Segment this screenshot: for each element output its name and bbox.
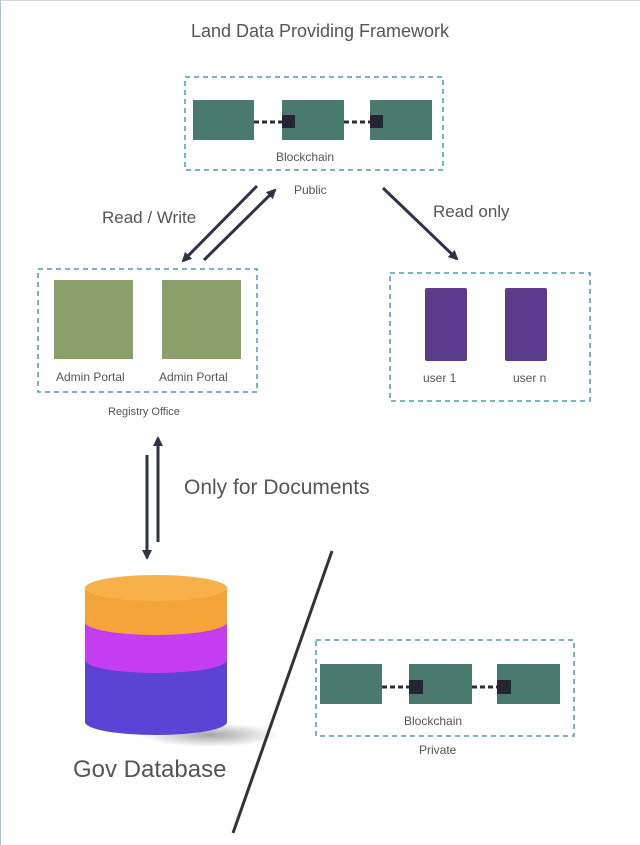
gov-database-label: Gov Database	[73, 756, 227, 783]
frame-left-border	[0, 0, 1, 845]
block-1	[193, 100, 254, 140]
write-arrow-down	[181, 184, 259, 263]
registry-group	[37, 268, 258, 393]
private-blockchain-group	[315, 639, 575, 737]
admin-portal-2-tile	[162, 280, 241, 359]
registry-box-border	[37, 268, 258, 393]
read-arrow-up	[202, 188, 277, 262]
database-top-layer	[85, 588, 227, 635]
public-blockchain-group	[184, 76, 444, 171]
admin-portal-1-label: Admin Portal	[56, 370, 125, 384]
user-n-device	[505, 288, 547, 361]
gov-database-icon	[85, 575, 280, 747]
users-group	[389, 272, 591, 402]
database-middle-layer	[85, 622, 227, 673]
frame-top-border	[0, 0, 640, 1]
read-only-arrow	[381, 186, 459, 261]
private-blockchain-label: Blockchain	[404, 714, 463, 728]
admin-portal-1-tile	[54, 280, 133, 359]
users-box-border	[389, 272, 591, 402]
read-write-label: Read / Write	[102, 208, 197, 227]
private-caption: Private	[419, 743, 457, 757]
user-n-label: user n	[513, 371, 547, 385]
public-blockchain-label: Blockchain	[276, 150, 335, 164]
chain-node-1	[282, 115, 295, 128]
public-private-divider	[231, 550, 334, 834]
diagram-title: Land Data Providing Framework	[190, 21, 450, 41]
private-box-border	[315, 639, 575, 737]
registry-office-caption: Registry Office	[108, 406, 180, 418]
database-bottom-layer	[85, 660, 227, 735]
public-caption: Public	[294, 183, 327, 197]
arrows-group	[142, 184, 459, 560]
user-1-label: user 1	[423, 371, 457, 385]
private-chain-node-1	[409, 680, 423, 694]
private-chain-node-2	[497, 680, 511, 694]
documents-label: Only for Documents	[184, 476, 370, 499]
private-block-1	[320, 664, 382, 704]
public-box-border	[184, 76, 444, 171]
database-lid	[85, 575, 227, 601]
chain-node-2	[370, 115, 383, 128]
user-1-device	[425, 288, 467, 361]
admin-portal-2-label: Admin Portal	[159, 370, 228, 384]
read-only-label: Read only	[433, 202, 510, 221]
